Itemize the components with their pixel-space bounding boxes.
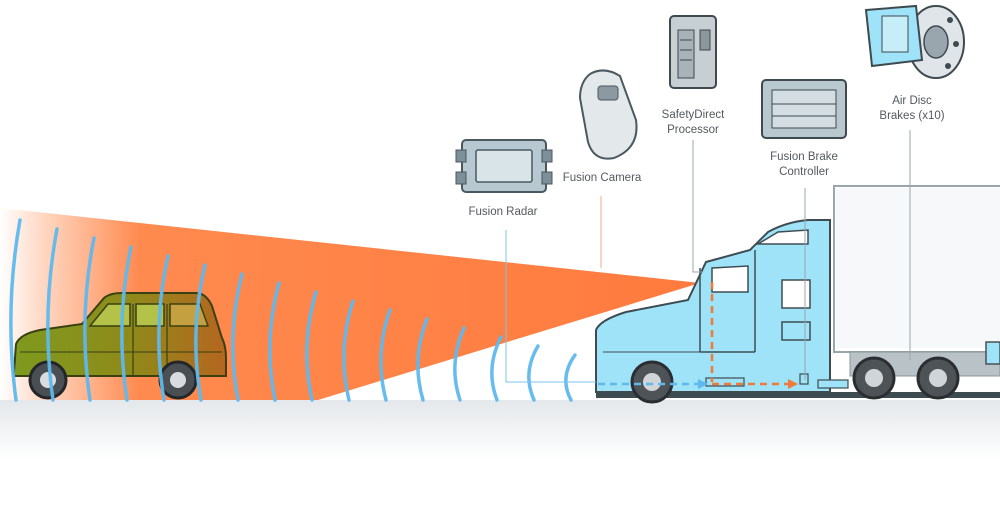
air-disc-brake-icon — [864, 4, 965, 79]
processor-label: SafetyDirect Processor — [661, 109, 725, 136]
radar-wave-arc — [564, 353, 577, 402]
brake-controller-label: Fusion Brake Controller — [770, 151, 838, 178]
radar-label: Fusion Radar — [468, 206, 538, 218]
radar-wave-arc — [490, 335, 503, 402]
truck-wheels — [630, 356, 960, 404]
trailer — [833, 185, 1000, 377]
signal-arrows — [598, 282, 798, 389]
radar-wave-arc — [527, 344, 540, 402]
radar-waves — [9, 218, 577, 402]
camera-device-icon — [578, 69, 638, 160]
radar-leader-line — [505, 230, 596, 383]
radar-wave-arc — [46, 227, 59, 402]
radar-wave-arc — [416, 317, 429, 402]
radar-wave-arc — [453, 326, 466, 402]
radar-wave-arc — [157, 254, 170, 402]
radar-wave-arc — [120, 245, 133, 402]
radar-wave-arc — [83, 236, 96, 402]
camera-label: Fusion Camera — [562, 172, 642, 184]
processor-leader-line — [692, 140, 702, 273]
radar-wave-arc — [268, 281, 281, 402]
processor-device-icon — [669, 15, 717, 89]
radar-wave-arc — [231, 272, 244, 402]
radar-device-icon — [455, 139, 553, 193]
brake-controller-device-icon — [761, 79, 847, 139]
radar-wave-arc — [342, 299, 355, 402]
air-disc-brakes-label: Air Disc Brakes (x10) — [879, 95, 945, 122]
radar-wave-arc — [194, 263, 207, 402]
leader-lines — [505, 130, 911, 383]
radar-wave-arc — [379, 308, 392, 402]
radar-wave-arc — [305, 290, 318, 402]
radar-wave-arc — [9, 218, 22, 402]
ground-shadow — [0, 400, 1000, 460]
